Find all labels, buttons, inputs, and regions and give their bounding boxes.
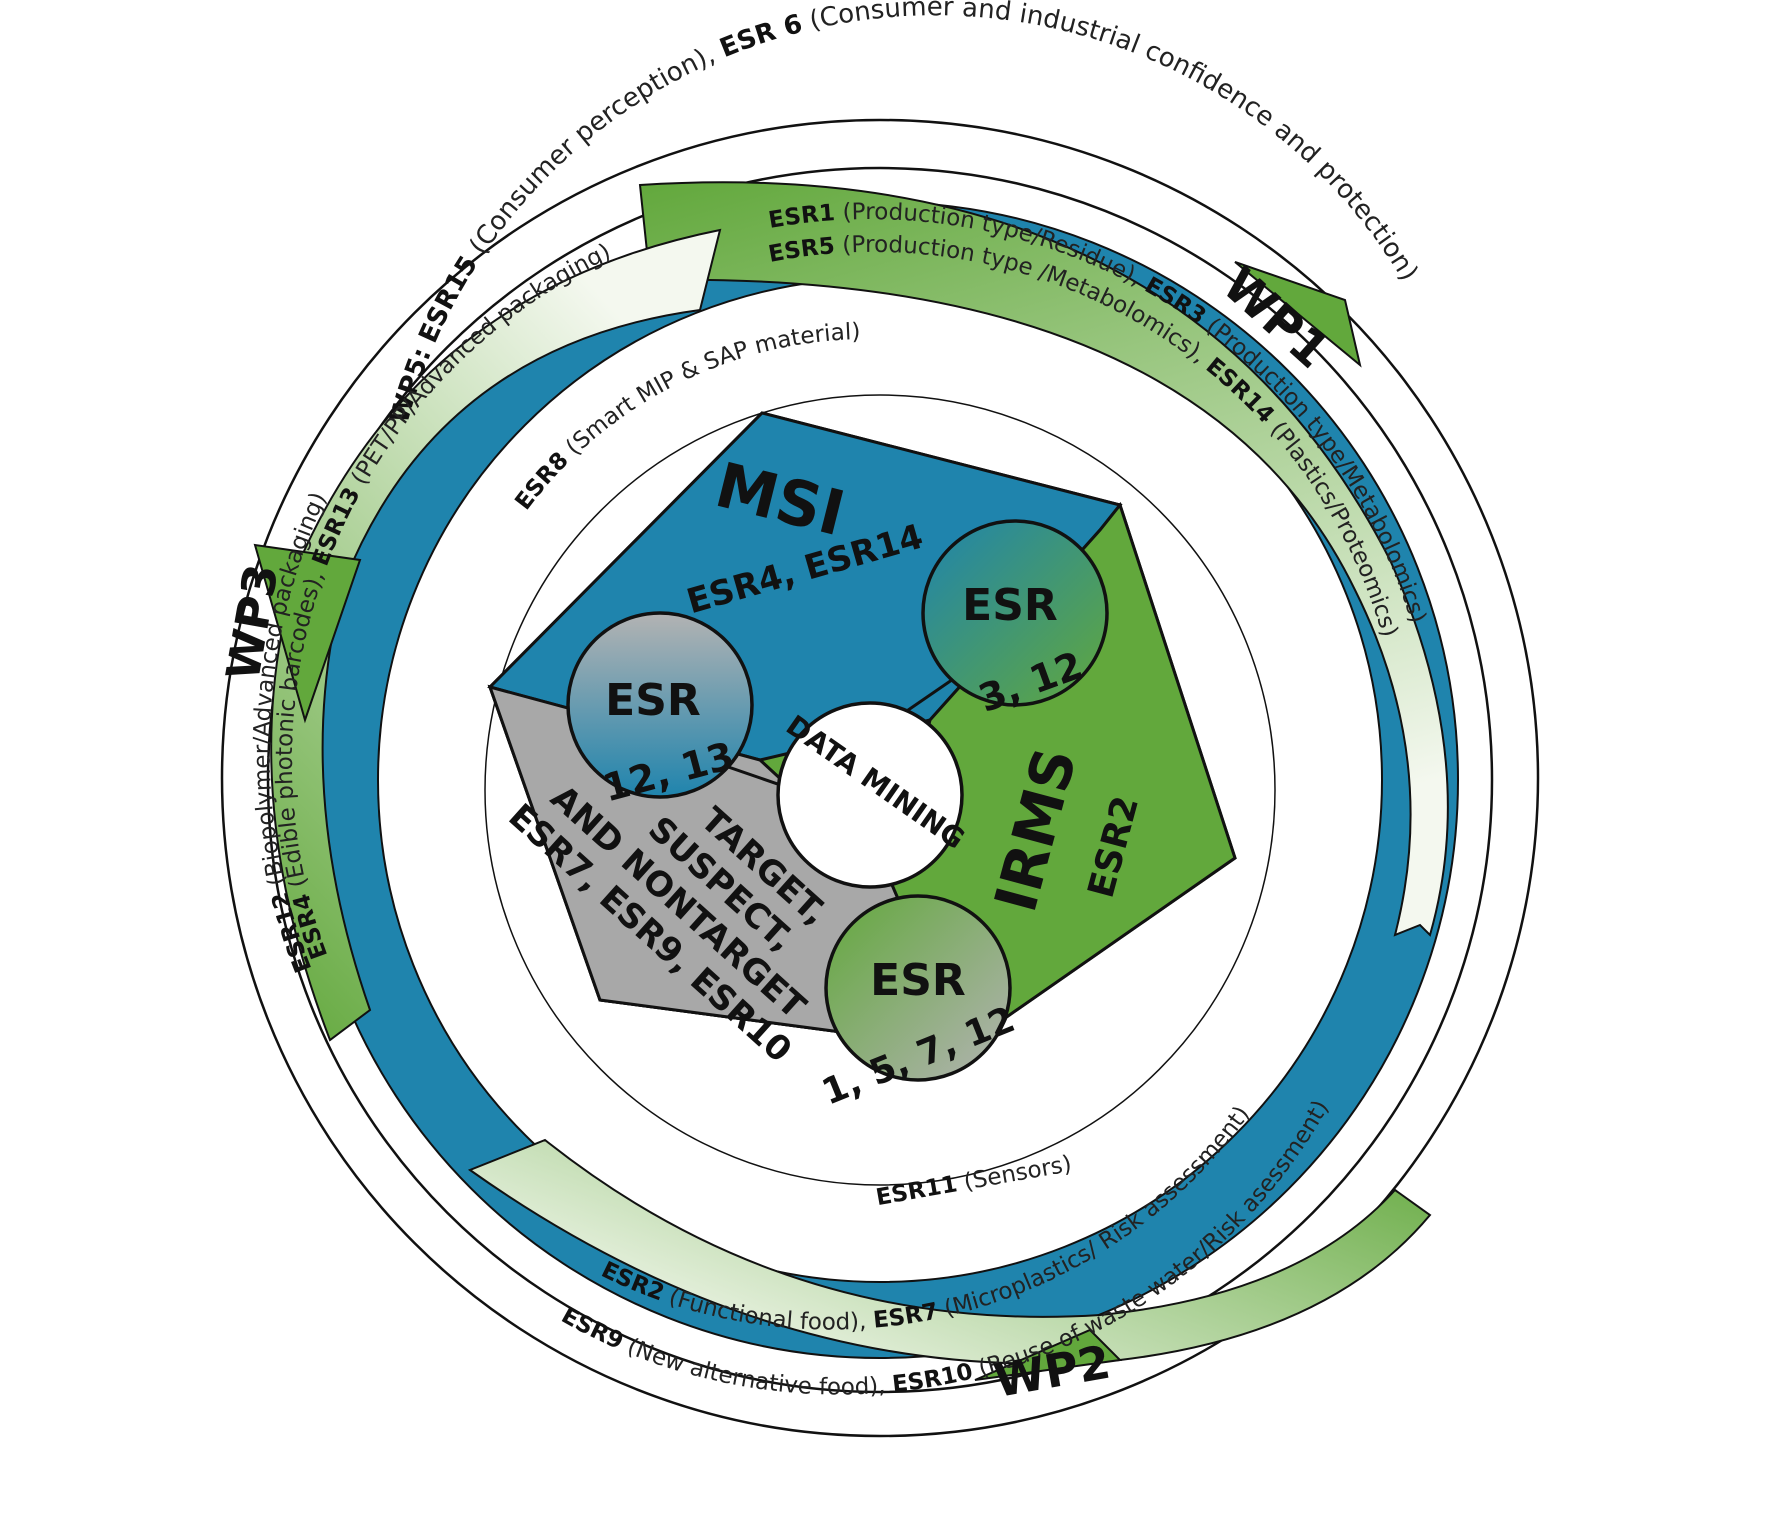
circle-esr-left	[566, 611, 754, 799]
wp1-arrow	[638, 181, 1449, 937]
circle-bottom-label: ESR	[870, 955, 966, 1006]
circle-esr-right	[921, 519, 1109, 707]
circle-left-label: ESR	[605, 675, 701, 726]
wp2-arrowhead	[974, 1328, 1123, 1381]
outer-ring	[220, 118, 1540, 1438]
circle-right-label: ESR	[962, 580, 1058, 631]
wp2-arrow	[467, 1138, 1432, 1365]
wp1-arrowhead	[1234, 261, 1362, 368]
circle-esr-bottom	[824, 894, 1012, 1082]
circle-data-mining	[776, 701, 964, 889]
wp3-arrowhead	[253, 543, 362, 724]
middle-ring	[266, 166, 1494, 1394]
esr11-text: ESR11 (Sensors)	[874, 1151, 1074, 1211]
inner-thin-ring	[484, 394, 1276, 1186]
wp3-arrow	[270, 228, 722, 1042]
